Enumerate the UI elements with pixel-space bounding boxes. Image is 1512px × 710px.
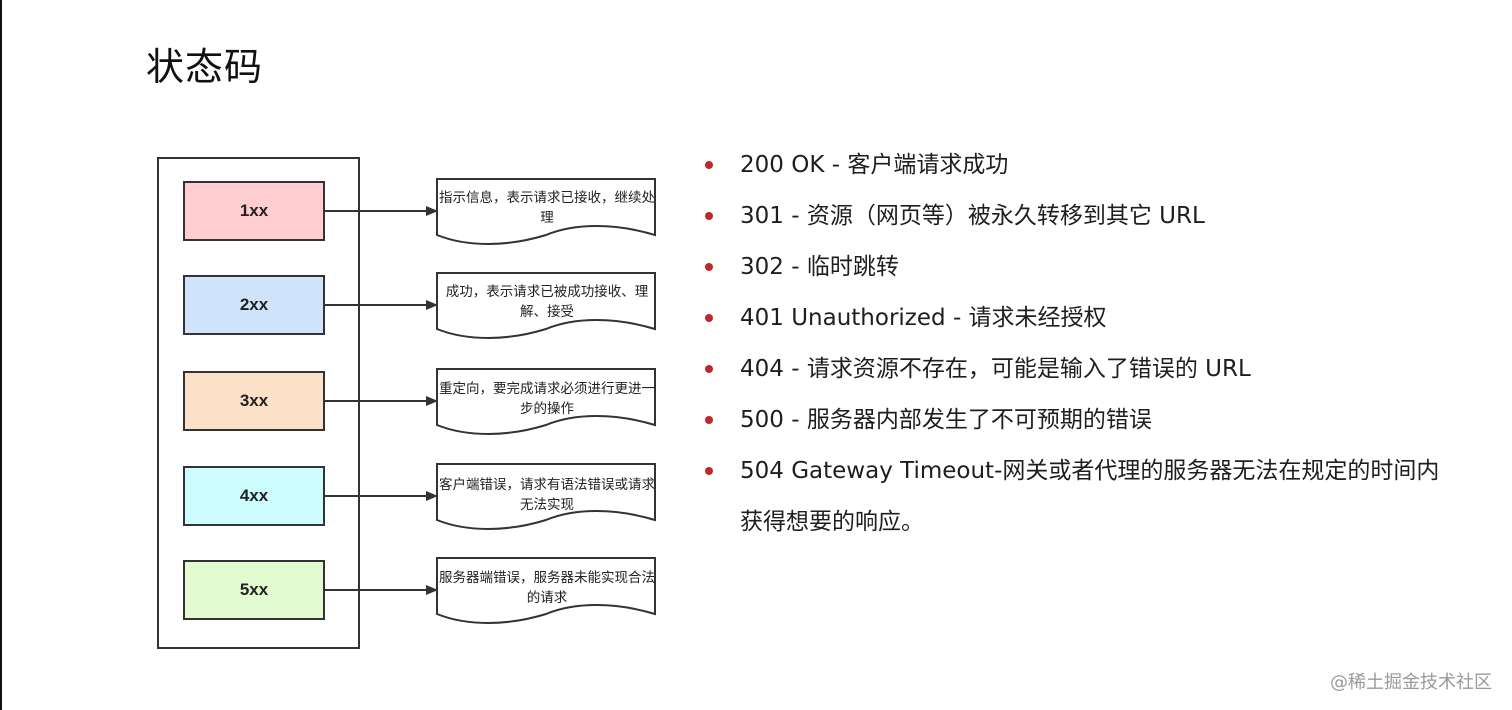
bullet-icon [705,314,713,322]
status-code-list: 200 OK - 客户端请求成功 301 - 资源（网页等）被永久转移到其它 U… [705,140,1445,548]
diagram-connectors [157,157,656,649]
description-4xx: 客户端错误，请求有语法错误或请求无法实现 [439,477,655,513]
diagram-outer-frame [157,157,360,649]
status-box-5xx: 5xx [183,560,325,620]
list-item: 301 - 资源（网页等）被永久转移到其它 URL [705,191,1445,242]
document-shape-4xx [436,463,656,530]
description-2xx: 成功，表示请求已被成功接收、理解、接受 [445,284,649,320]
list-item: 404 - 请求资源不存在，可能是输入了错误的 URL [705,344,1445,395]
status-code-diagram: 1xx 2xx 3xx 4xx 5xx 指示信息，表示请求已接收，继续处理 成功… [150,150,670,655]
code-200-text: 200 OK - 客户端请求成功 [740,152,1009,178]
description-5xx: 服务器端错误，服务器未能实现合法的请求 [439,570,655,606]
bullet-icon [705,416,713,424]
page-title: 状态码 [146,45,264,89]
status-box-2xx: 2xx [183,275,325,335]
bullet-icon [705,263,713,271]
code-404-text: 404 - 请求资源不存在，可能是输入了错误的 URL [740,356,1251,382]
list-item: 401 Unauthorized - 请求未经授权 [705,293,1445,344]
code-301-text: 301 - 资源（网页等）被永久转移到其它 URL [740,203,1205,229]
bullet-icon [705,365,713,373]
code-401-text: 401 Unauthorized - 请求未经授权 [740,305,1107,331]
document-shape-2xx [436,272,656,339]
list-item: 500 - 服务器内部发生了不可预期的错误 [705,395,1445,446]
document-shape-5xx [436,557,656,624]
status-box-4xx: 4xx [183,466,325,526]
bullet-icon [705,161,713,169]
list-item: 200 OK - 客户端请求成功 [705,140,1445,191]
bullet-icon [705,467,713,475]
description-3xx: 重定向，要完成请求必须进行更进一步的操作 [439,381,655,417]
status-box-3xx: 3xx [183,371,325,431]
document-shape-1xx [436,178,656,245]
list-item: 302 - 临时跳转 [705,242,1445,293]
slide-left-edge [0,0,2,710]
description-1xx: 指示信息，表示请求已接收，继续处理 [439,190,655,226]
bullet-icon [705,212,713,220]
code-500-text: 500 - 服务器内部发生了不可预期的错误 [740,407,1152,433]
watermark: @稀土掘金技术社区 [1330,672,1492,693]
status-box-1xx: 1xx [183,181,325,241]
list-item: 504 Gateway Timeout-网关或者代理的服务器无法在规定的时间内获… [705,446,1445,548]
code-504-text: 504 Gateway Timeout-网关或者代理的服务器无法在规定的时间内获… [740,458,1440,535]
code-302-text: 302 - 临时跳转 [740,254,899,280]
document-shape-3xx [436,368,656,435]
